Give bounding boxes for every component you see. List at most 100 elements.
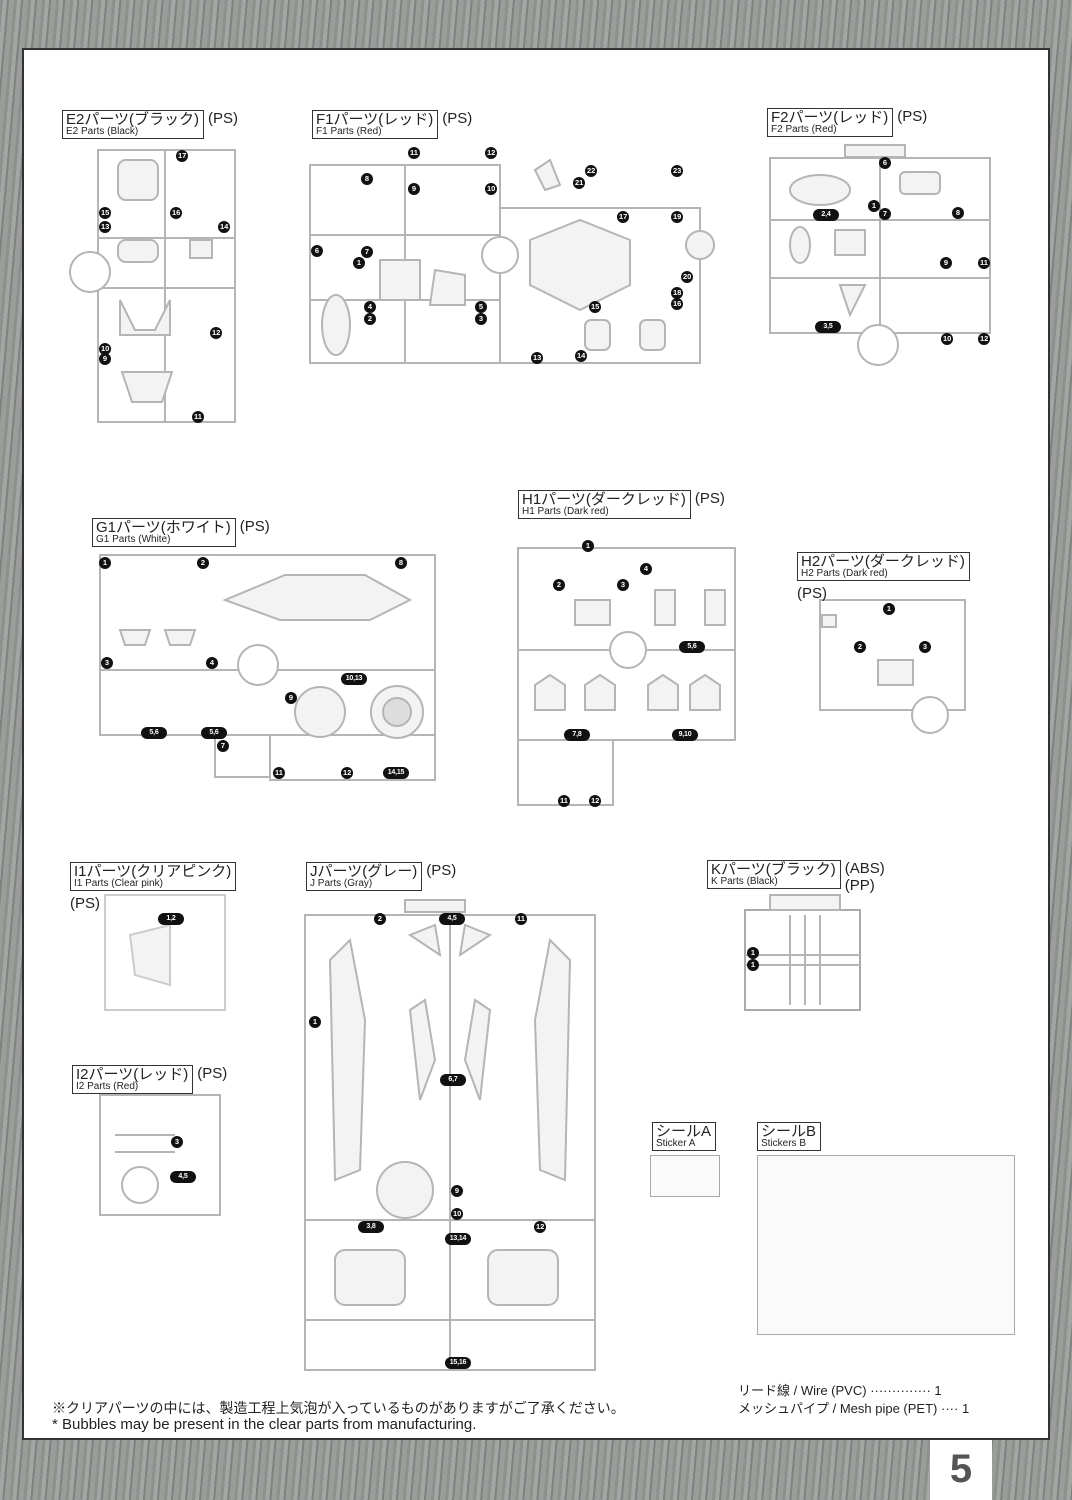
sticker-a-jp: シールA [656, 1123, 712, 1140]
part-number-badge: 11 [978, 257, 990, 269]
sprue-h2-drawing [819, 599, 966, 734]
part-number-badge: 18 [671, 287, 684, 299]
part-number-badge: 5,6 [201, 727, 227, 739]
part-number-badge: 9 [99, 353, 111, 365]
sprue-j-drawing [304, 899, 596, 1371]
part-number-badge: 12 [978, 333, 991, 345]
material-label: (PS) [797, 585, 827, 602]
accessory-wire: リード線 / Wire (PVC) ·············· 1 [738, 1380, 942, 1399]
sprue-label-f1: F1パーツ(レッド)F1 Parts (Red) (PS) [312, 110, 472, 139]
part-number-badge: 14 [575, 350, 588, 362]
sprue-name-en: F2 Parts (Red) [771, 124, 837, 135]
sprue-label-e2: E2パーツ(ブラック)E2 Parts (Black)(PS) [62, 110, 238, 139]
part-number-badge: 5 [475, 301, 487, 313]
part-number-badge: 2 [374, 913, 386, 925]
accessory-name: リード線 / Wire (PVC) [738, 1383, 867, 1398]
material: (PS) [897, 108, 928, 125]
leader-dots: ···· [941, 1401, 959, 1416]
sprue-name-jp: H2パーツ(ダークレッド) [801, 553, 965, 570]
part-number-badge: 11 [408, 147, 420, 159]
part-number-badge: 2,4 [813, 209, 839, 221]
sticker-a-en: Sticker A [656, 1138, 696, 1149]
accessory-qty: 1 [934, 1383, 942, 1398]
part-number-badge: 15 [99, 207, 112, 219]
part-number-badge: 1 [582, 540, 594, 552]
part-number-badge: 1,2 [158, 913, 184, 925]
sprue-label-f2: F2パーツ(レッド)F2 Parts (Red)(PS) [767, 108, 927, 137]
sprue-label-h1: H1パーツ(ダークレッド)H1 Parts (Dark red)(PS) [518, 490, 725, 519]
sprue-label-i1: I1パーツ(クリアピンク)I1 Parts (Clear pink)(PS) [70, 862, 237, 912]
part-number-badge: 9 [940, 257, 952, 269]
sprue-f2-drawing [769, 144, 991, 366]
part-number-badge: 9 [285, 692, 297, 704]
sprue-name-en: H2 Parts (Dark red) [801, 568, 888, 579]
material-label: (ABS)(PP) [845, 860, 885, 894]
part-number-badge: 12 [534, 1221, 547, 1233]
part-number-badge: 9 [451, 1185, 463, 1197]
part-number-badge: 7,8 [564, 729, 590, 741]
sprue-name-en: K Parts (Black) [711, 876, 778, 887]
sprue-label-g1: G1パーツ(ホワイト)G1 Parts (White)(PS) [92, 518, 270, 547]
part-number-badge: 6 [311, 245, 323, 257]
sprue-name-jp: G1パーツ(ホワイト) [96, 519, 231, 536]
sprue-k-drawing [744, 894, 861, 1011]
part-number-badge: 8 [361, 173, 373, 185]
part-number-badge: 4 [206, 657, 218, 669]
part-number-badge: 1 [883, 603, 895, 615]
part-number-badge: 4,5 [439, 913, 465, 925]
note-en: * Bubbles may be present in the clear pa… [52, 1416, 477, 1433]
sprue-i2-drawing [99, 1094, 221, 1216]
note-jp: ※クリアパーツの中には、製造工程上気泡が入っているものがありますがご了承ください… [52, 1400, 625, 1416]
part-number-badge: 7 [879, 208, 891, 220]
sprue-g1-drawing [99, 554, 436, 781]
part-number-badge: 4 [640, 563, 652, 575]
part-number-badge: 1 [353, 257, 365, 269]
part-number-badge: 4,5 [170, 1171, 196, 1183]
sprue-name-jp: E2パーツ(ブラック) [66, 111, 200, 128]
part-number-badge: 15 [589, 301, 602, 313]
part-number-badge: 2 [197, 557, 209, 569]
part-number-badge: 14 [218, 221, 231, 233]
material-label: (PS) [70, 895, 100, 912]
sprue-name-jp: I1パーツ(クリアピンク) [74, 863, 232, 880]
part-number-badge: 10 [99, 343, 112, 355]
sticker-b-en: Stickers B [761, 1138, 807, 1149]
sprue-name-jp: F1パーツ(レッド) [316, 111, 434, 128]
part-number-badge: 10 [485, 183, 498, 195]
sprue-name-jp: Kパーツ(ブラック) [711, 861, 836, 878]
part-number-badge: 16 [170, 207, 183, 219]
part-number-badge: 2 [553, 579, 565, 591]
part-number-badge: 13 [99, 221, 112, 233]
part-number-badge: 12 [589, 795, 602, 807]
part-number-badge: 4 [364, 301, 376, 313]
material-2: (PP) [844, 877, 875, 894]
part-number-badge: 11 [192, 411, 204, 423]
material-label: (PS) [897, 108, 927, 125]
part-number-badge: 11 [273, 767, 285, 779]
part-number-badge: 1 [747, 959, 759, 971]
accessory-mesh-pipe: メッシュパイプ / Mesh pipe (PET) ···· 1 [738, 1398, 969, 1417]
part-number-badge: 6,7 [440, 1074, 466, 1086]
page-number: 5 [930, 1440, 992, 1500]
part-number-badge: 16 [671, 298, 684, 310]
part-number-badge: 17 [176, 150, 189, 162]
sprue-label-i2: I2パーツ(レッド)I2 Parts (Red)(PS) [72, 1065, 227, 1094]
part-number-badge: 22 [585, 165, 598, 177]
sprue-f1-drawing [309, 158, 715, 364]
part-number-badge: 1 [868, 200, 880, 212]
accessory-name: メッシュパイプ / Mesh pipe (PET) [738, 1401, 938, 1416]
part-number-badge: 12 [485, 147, 498, 159]
part-number-badge: 5,6 [679, 641, 705, 653]
part-number-badge: 6 [879, 157, 891, 169]
sprue-name-en: F1 Parts (Red) [316, 126, 382, 137]
part-number-badge: 10 [941, 333, 954, 345]
material: (PS) [442, 110, 473, 127]
part-number-badge: 1 [99, 557, 111, 569]
material-label: (PS) [240, 518, 270, 535]
part-number-badge: 2 [854, 641, 866, 653]
material-label: (PS) [426, 862, 456, 879]
material: (PS) [208, 110, 239, 127]
part-number-badge: 12 [341, 767, 354, 779]
part-number-badge: 19 [671, 211, 684, 223]
